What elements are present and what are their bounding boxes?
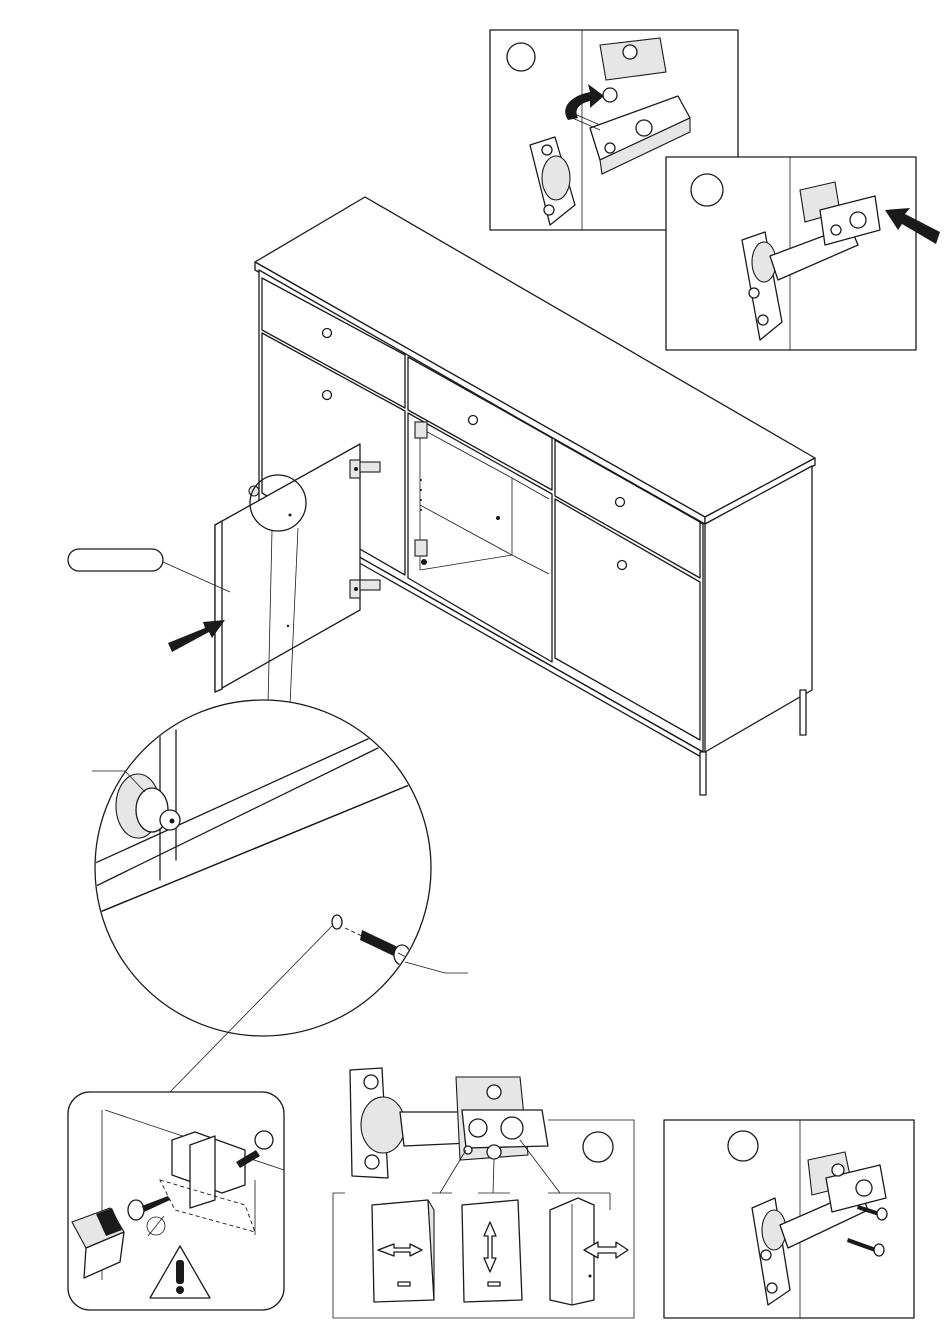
adjust-panel: [333, 1068, 634, 1318]
step-number-4: [728, 1131, 758, 1161]
step-panel-2: [666, 157, 940, 350]
step-number-2: [691, 174, 723, 206]
step-panel-4: [664, 1120, 914, 1318]
screw-callout-label: [470, 965, 530, 981]
adjust-vertical: [462, 1200, 522, 1302]
zoom-detail: [80, 700, 470, 1092]
door-left: [215, 444, 380, 692]
step-number-3: [583, 1132, 613, 1162]
adjust-horizontal: [372, 1200, 434, 1302]
arrow-icon: [565, 84, 604, 120]
bumper-callout-label: [40, 762, 90, 778]
adjust-depth: [550, 1198, 628, 1305]
drill-panel: [68, 1092, 284, 1310]
step-number-1: [507, 43, 535, 71]
door-callout-label: [70, 552, 160, 568]
